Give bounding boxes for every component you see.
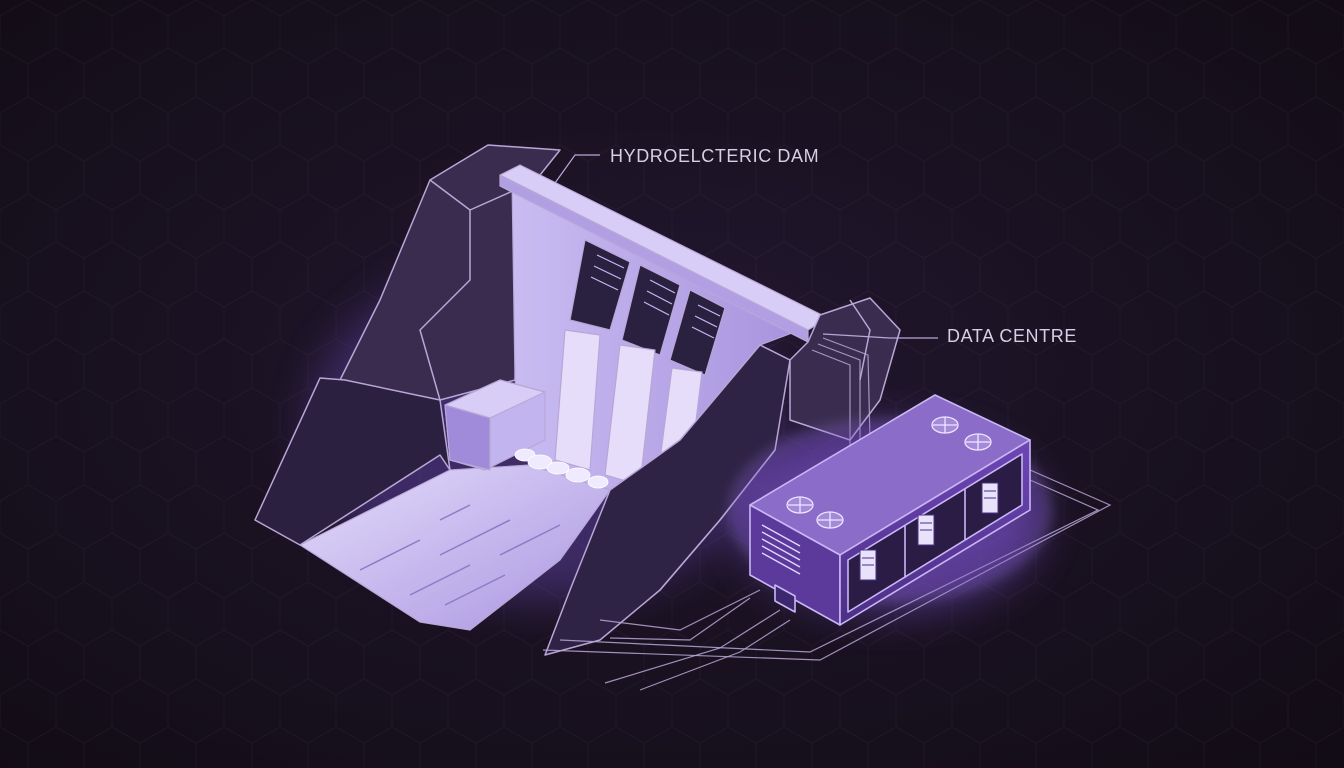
water-channel [298,464,611,631]
vent-grille-icon [761,524,801,575]
data-centre-label: DATA CENTRE [947,326,1077,346]
callout-leaders [554,154,938,339]
cooling-fan-icon [786,416,992,529]
left-rock [254,144,561,546]
dam-label: HYDROELCTERIC DAM [610,146,820,166]
right-rock [544,297,901,656]
datacentre-callout-leader [822,333,938,339]
dam-callout-leader [554,154,600,184]
server-rack-icon [859,482,999,581]
